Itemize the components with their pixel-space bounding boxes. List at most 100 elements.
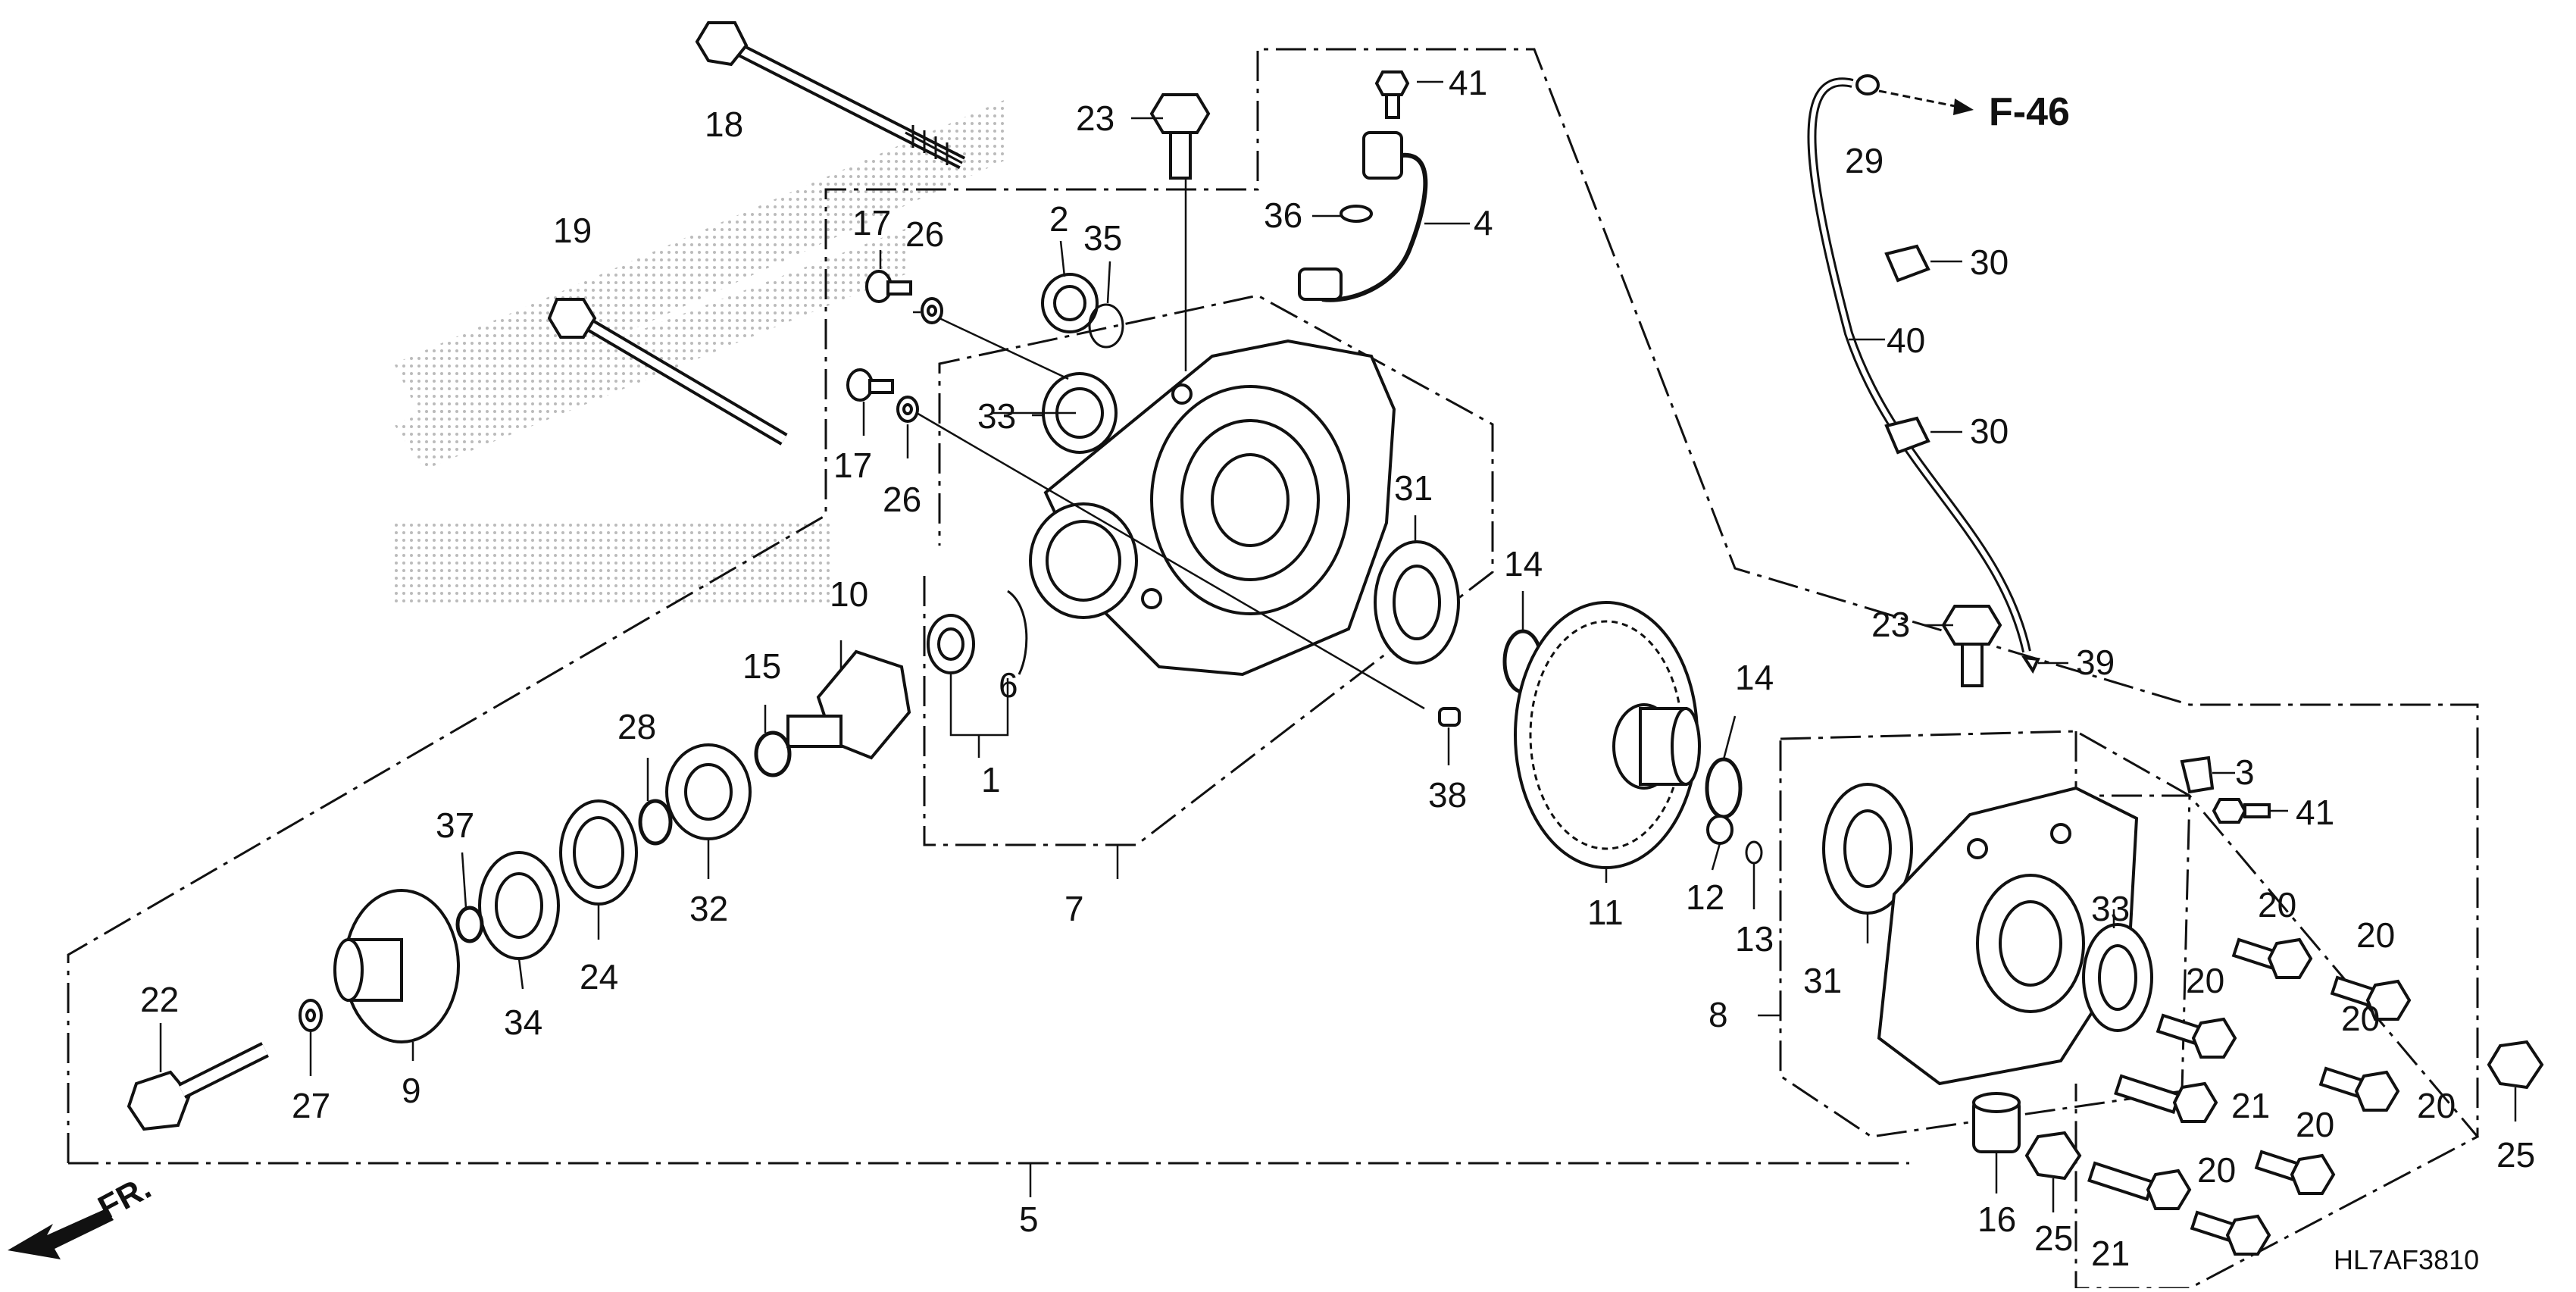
oring-14-lower [1705,757,1743,819]
label-part-23-lower: 23 [1871,605,1910,644]
label-part-18: 18 [705,105,743,144]
bolt-20-3 [2156,1013,2237,1059]
bolt-21-1 [2114,1074,2218,1123]
washer-27 [299,999,323,1032]
label-part-20-c: 20 [2186,961,2224,1000]
label-part-39: 39 [2076,643,2115,682]
oring-35 [1088,303,1124,349]
label-part-6: 6 [999,665,1018,705]
label-part-33-right: 33 [2091,889,2130,928]
label-part-5: 5 [1019,1200,1039,1239]
case-cover-8 [1877,786,2139,1086]
label-part-4: 4 [1474,203,1493,242]
label-part-31-right: 31 [1803,961,1842,1000]
bolt-23-upper [1149,93,1211,180]
bolt-17-lower [846,368,894,402]
lock-nut-24 [559,799,638,906]
flange-9 [333,889,460,1043]
bolt-20-6 [2190,1210,2271,1256]
bolt-22 [127,1042,269,1131]
label-part-26-upper: 26 [905,214,944,254]
label-part-31-left: 31 [1394,468,1433,508]
label-part-15: 15 [742,646,781,686]
washer-26-lower [896,396,919,423]
stay-3 [2180,755,2215,794]
oil-seal-33-left [1042,372,1118,454]
label-part-20-g: 20 [2341,999,2380,1038]
oring-15 [754,730,792,777]
bolt-41-lower [2212,798,2271,824]
washer-26-upper [921,297,943,324]
bolt-41-upper [1374,70,1410,119]
oil-seal-34 [478,851,560,960]
label-part-16: 16 [1977,1200,2016,1239]
front-direction-arrow [8,1209,114,1259]
diagram-code: HL7AF3810 [2334,1244,2479,1275]
nut-25-lower [2024,1131,2082,1181]
label-part-41-upper: 41 [1449,63,1487,102]
circlip-37 [455,906,484,943]
oil-seal-2 [1041,273,1099,333]
label-part-29: 29 [1845,141,1884,180]
dowel-pin-38 [1438,707,1461,727]
ring-gear-11 [1514,601,1701,869]
label-part-20-d: 20 [2417,1086,2456,1125]
label-part-40: 40 [1887,321,1925,360]
label-part-26-lower: 26 [883,480,921,519]
callout-labels: 1 2 3 4 5 6 7 8 9 10 11 12 13 14 14 15 1… [92,63,2535,1275]
bearing-31-left [1374,540,1460,665]
label-part-20-f: 20 [2197,1150,2236,1190]
label-part-33-left: 33 [977,396,1016,436]
label-part-11: 11 [1587,893,1624,932]
label-part-22: 22 [140,980,179,1019]
nut-12 [1706,815,1733,845]
label-part-12: 12 [1686,877,1724,917]
label-part-9: 9 [402,1071,421,1110]
label-part-10: 10 [830,574,868,614]
label-part-25-right: 25 [2496,1135,2535,1175]
label-part-19: 19 [553,211,592,250]
label-part-8: 8 [1708,995,1728,1034]
label-part-20-b: 20 [2356,915,2395,955]
label-part-7: 7 [1064,889,1084,928]
brand-watermark [394,99,1008,606]
final-gear-case-7 [1029,339,1396,677]
bolt-20-1 [2231,937,2313,979]
label-part-27: 27 [292,1086,330,1125]
oring-28 [638,799,673,846]
bolt-20-5 [2254,1150,2336,1195]
joint-29 [1855,74,1880,95]
label-part-17-upper: 17 [852,203,891,242]
oil-seal-33-right [2082,923,2153,1032]
label-part-3: 3 [2235,752,2255,792]
leader-lines [159,80,2517,1212]
label-part-21-b: 21 [2091,1234,2130,1273]
bolt-19 [547,298,788,446]
label-part-37: 37 [436,806,474,845]
nut-25-right [2487,1040,2544,1090]
label-part-2: 2 [1049,199,1069,239]
reference-arrow [1878,89,1974,115]
housing-7-outline [923,294,1494,846]
bolt-21-2 [2087,1161,2192,1210]
label-part-35: 35 [1083,218,1122,258]
speed-sensor-4 [1298,131,1428,302]
bolt-20-2 [2330,975,2412,1021]
label-part-13: 13 [1735,919,1774,959]
label-part-25-lower: 25 [2034,1218,2073,1258]
pinion-gear-10 [786,649,911,760]
label-part-21-a: 21 [2231,1086,2270,1125]
clamp-30-lower [1884,416,1930,455]
collar-16 [1972,1092,2021,1153]
label-part-30-upper: 30 [1970,242,2009,282]
needle-bearing-6-1 [927,590,1028,675]
clip-39 [2021,655,2040,674]
breather-tube-40 [1807,77,2031,653]
bolt-23-lower [1941,605,2002,687]
clamp-30-upper [1884,244,1930,283]
label-part-14-lower: 14 [1735,658,1774,697]
label-part-36: 36 [1264,196,1302,235]
label-part-41-lower: 41 [2296,793,2334,832]
